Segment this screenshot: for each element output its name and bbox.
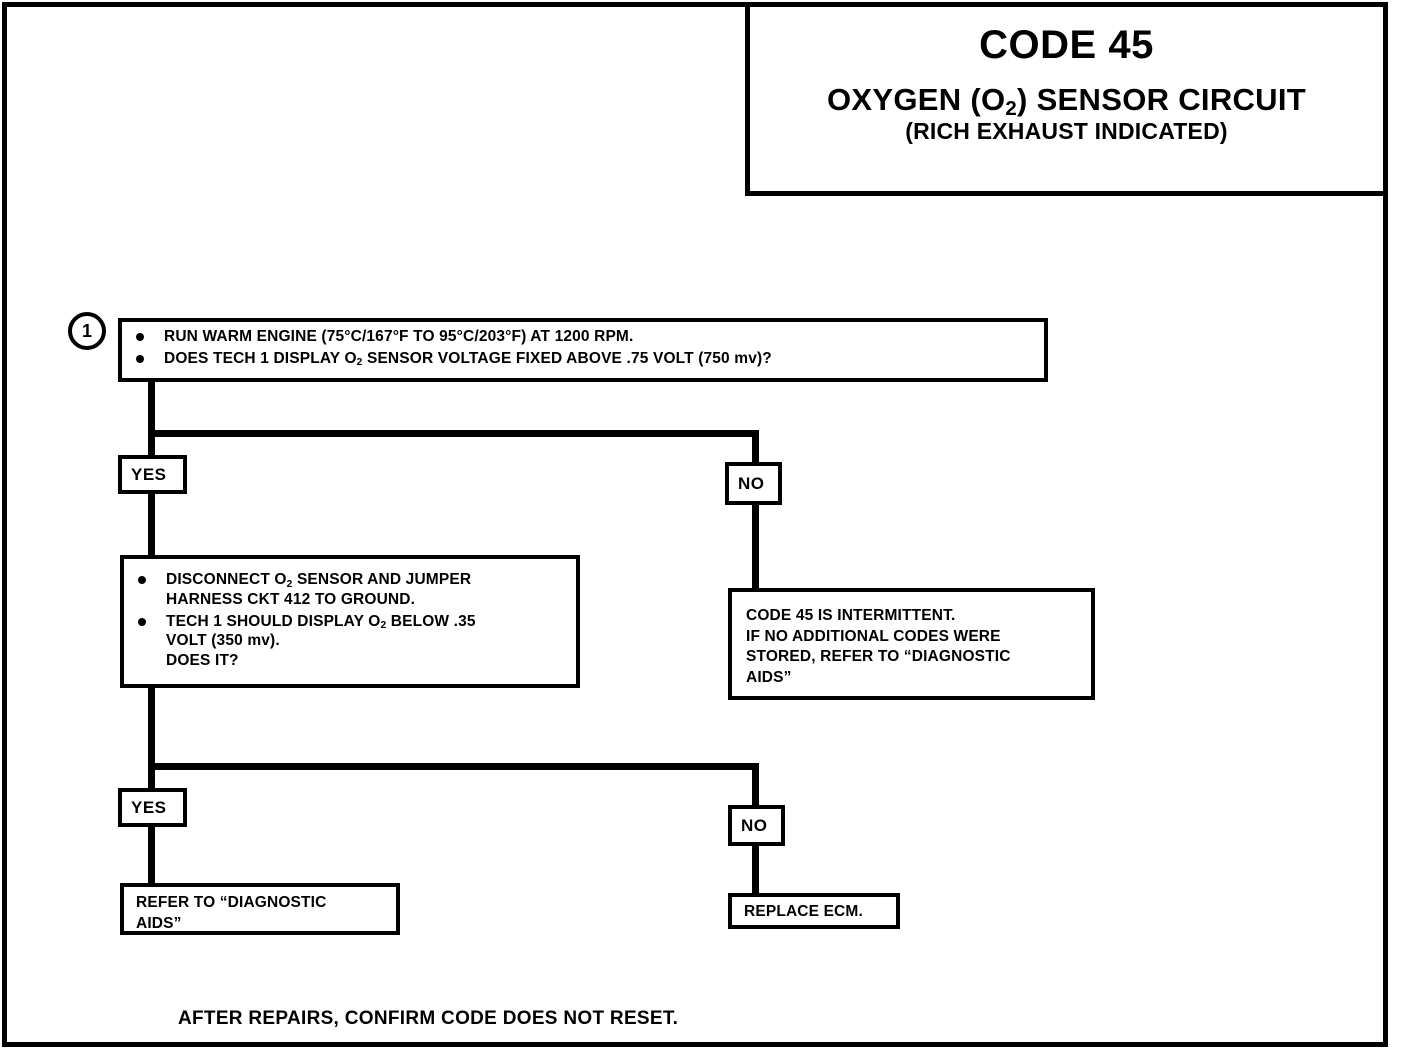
connector-branch2-to-no [752, 763, 759, 809]
branch-label-yes-2: YES [118, 788, 187, 827]
step1-bullet-2-text-a: DOES TECH 1 DISPLAY O [164, 349, 357, 367]
connector-yes2-down [148, 825, 155, 885]
disconnect-bullet-2-text-a: TECH 1 SHOULD DISPLAY O [166, 612, 381, 630]
title-block: CODE 45 OXYGEN (O2) SENSOR CIRCUIT (RICH… [745, 2, 1388, 196]
disconnect-bullet-1-text-b: SENSOR AND JUMPER HARNESS CKT 412 TO GRO… [166, 571, 472, 608]
oxygen-subscript: 2 [1005, 97, 1018, 121]
disconnect-bullet-1: DISCONNECT O2 SENSOR AND JUMPER HARNESS … [124, 570, 576, 610]
code-intermittent-box: CODE 45 IS INTERMITTENT. IF NO ADDITIONA… [728, 588, 1095, 700]
connector-no1-down [752, 503, 759, 591]
oxygen-subscript: 2 [286, 578, 293, 590]
connector-step1-branch-horizontal [148, 430, 759, 437]
disconnect-bullet-2-text-b: BELOW .35 VOLT (350 mv). DOES IT? [166, 612, 476, 670]
connector-step1-to-no [752, 430, 759, 466]
branch-label-no-2: NO [728, 805, 785, 846]
replace-ecm-box: REPLACE ECM. [728, 893, 900, 929]
connector-step1-down [148, 380, 155, 462]
code-intermittent-text: CODE 45 IS INTERMITTENT. IF NO ADDITIONA… [746, 607, 1011, 686]
oxygen-subscript: 2 [356, 357, 363, 369]
branch-label-yes-1: YES [118, 455, 187, 494]
refer-diagnostic-aids-box: REFER TO “DIAGNOSTIC AIDS” [120, 883, 400, 935]
step1-question-box: RUN WARM ENGINE (75°C/167°F TO 95°C/203°… [118, 318, 1048, 382]
title-circuit-text-before: OXYGEN (O [826, 82, 1006, 117]
disconnect-bullet-2: TECH 1 SHOULD DISPLAY O2 BELOW .35 VOLT … [124, 612, 576, 671]
disconnect-sensor-box: DISCONNECT O2 SENSOR AND JUMPER HARNESS … [120, 555, 580, 688]
title-code-label: CODE 45 [979, 23, 1154, 67]
step-number-circle-1: 1 [68, 312, 106, 350]
step1-bullet-1-text: RUN WARM ENGINE (75°C/167°F TO 95°C/203°… [164, 328, 634, 345]
connector-yes1-down [148, 492, 155, 557]
connector-disconnect-down [148, 686, 155, 794]
title-subtitle-label: (RICH EXHAUST INDICATED) [905, 118, 1228, 145]
connector-branch2-horizontal [148, 763, 759, 770]
title-circuit-label: OXYGEN (O2) SENSOR CIRCUIT [750, 82, 1383, 121]
refer-diagnostic-aids-text: REFER TO “DIAGNOSTIC AIDS” [136, 894, 327, 932]
step1-bullet-1: RUN WARM ENGINE (75°C/167°F TO 95°C/203°… [122, 327, 1044, 347]
replace-ecm-text: REPLACE ECM. [744, 903, 863, 920]
branch-label-no-1: NO [725, 462, 782, 505]
oxygen-subscript: 2 [380, 620, 387, 632]
step1-bullet-2: DOES TECH 1 DISPLAY O2 SENSOR VOLTAGE FI… [122, 349, 1044, 369]
page-border-frame [2, 2, 1388, 1047]
connector-no2-down [752, 844, 759, 895]
step1-bullet-2-text-b: SENSOR VOLTAGE FIXED ABOVE .75 VOLT (750… [362, 349, 772, 367]
title-circuit-text-after: ) SENSOR CIRCUIT [1017, 82, 1307, 117]
disconnect-bullet-1-text-a: DISCONNECT O [166, 571, 287, 588]
footer-note: AFTER REPAIRS, CONFIRM CODE DOES NOT RES… [178, 1008, 679, 1029]
